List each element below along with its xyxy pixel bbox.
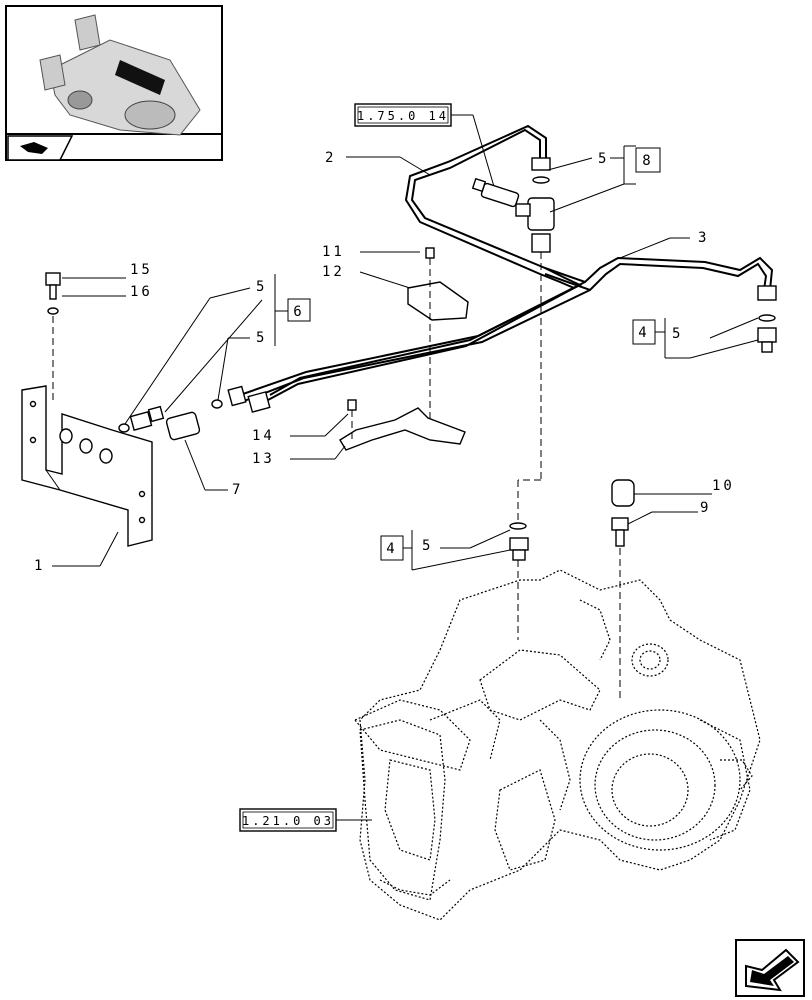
callout-12: 12 — [322, 264, 345, 280]
callout-13: 13 — [252, 451, 275, 467]
callout-9: 9 — [700, 500, 711, 516]
callout-14: 14 — [252, 428, 275, 444]
union-fitting-5[interactable] — [509, 522, 529, 561]
callout-3: 3 — [698, 230, 709, 246]
callout-15: 15 — [130, 262, 153, 278]
bolt-9[interactable] — [611, 517, 629, 547]
callout-7: 7 — [232, 482, 243, 498]
callout-1: 1 — [34, 558, 45, 574]
callout-5a: 5 — [598, 151, 609, 167]
next-page-arrow-icon[interactable] — [735, 939, 805, 997]
cap-10[interactable] — [611, 479, 635, 507]
sensor-part[interactable] — [471, 177, 520, 208]
callout-4b: 4 — [386, 541, 397, 557]
thumbnail-panel[interactable] — [5, 5, 223, 161]
mounting-plate-1[interactable] — [21, 385, 153, 547]
callout-8: 8 — [642, 153, 653, 169]
clamp-part-12[interactable] — [407, 247, 469, 321]
callout-11: 11 — [322, 244, 345, 260]
callout-5c: 5 — [256, 279, 267, 295]
fitting-assembly-8[interactable] — [515, 157, 555, 253]
bolt-15[interactable] — [45, 272, 61, 315]
callout-5b: 5 — [672, 326, 683, 342]
callout-10: 10 — [712, 478, 735, 494]
callout-6: 6 — [293, 304, 304, 320]
reference-label-bottom: 1.21.0 03 — [242, 814, 334, 828]
reference-label-top: 1.75.0 14 — [357, 109, 449, 123]
callout-16: 16 — [130, 284, 153, 300]
callout-5e: 5 — [422, 538, 433, 554]
reference-box-top[interactable]: 1.75.0 14 — [354, 103, 452, 127]
callout-4a: 4 — [638, 325, 649, 341]
transmission-housing[interactable] — [354, 569, 761, 921]
right-fitting[interactable] — [757, 285, 777, 353]
tractor-thumbnail-image — [39, 14, 201, 136]
callout-5d: 5 — [256, 330, 267, 346]
arrow-glyph-icon — [20, 142, 48, 154]
pipe-assembly — [239, 124, 774, 402]
left-fittings[interactable] — [118, 385, 271, 441]
callout-2: 2 — [325, 150, 336, 166]
reference-box-bottom[interactable]: 1.21.0 03 — [239, 808, 337, 832]
bracket-13[interactable] — [339, 399, 466, 451]
